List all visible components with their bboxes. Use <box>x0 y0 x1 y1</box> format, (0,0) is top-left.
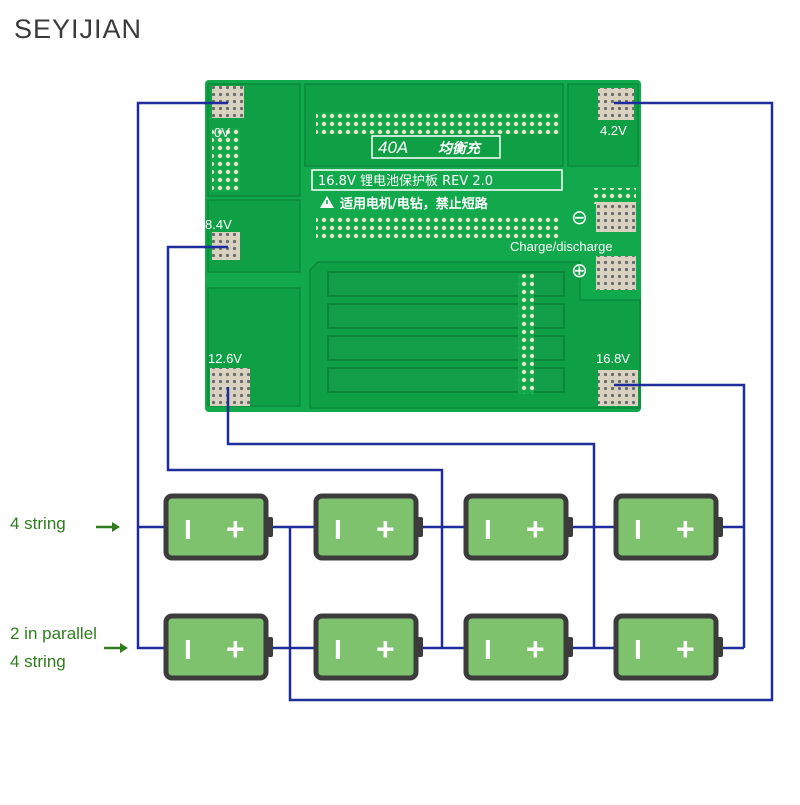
tap-label-84v: 8.4V <box>205 217 232 232</box>
pad-plus <box>596 256 636 290</box>
pad-126v <box>210 368 250 406</box>
battery-cell: I+ <box>313 493 423 561</box>
wire-84v <box>166 245 444 648</box>
port-label: Charge/discharge <box>510 239 613 254</box>
battery-body <box>313 493 419 561</box>
label-4-string-row2: 4 string <box>10 652 66 671</box>
hole-strip-right <box>592 188 636 204</box>
battery-body <box>613 613 719 681</box>
label-4-string: 4 string <box>10 514 66 533</box>
battery-minus-label: I <box>484 634 492 665</box>
battery-plus-label: + <box>526 511 545 547</box>
battery-terminal <box>416 637 423 657</box>
battery-cell: I+ <box>613 613 723 681</box>
tap-label-168v: 16.8V <box>596 351 630 366</box>
battery-body <box>613 493 719 561</box>
battery-plus-label: + <box>376 631 395 667</box>
model-box <box>311 169 563 191</box>
bms-board: 40A 均衡充 16.8V 锂电池保护板 REV 2.0 适用电机/电钻，禁止短… <box>205 80 641 412</box>
battery-cell: I+ <box>463 493 573 561</box>
wire-0v <box>136 101 228 650</box>
rating-chinese: 均衡充 <box>438 140 482 157</box>
battery-plus-label: + <box>526 631 545 667</box>
battery-cell: I+ <box>313 613 423 681</box>
battery-terminal <box>566 637 573 657</box>
rating-box <box>371 135 501 159</box>
arrows <box>96 522 128 653</box>
battery-minus-label: I <box>184 634 192 665</box>
battery-grid: I+I+I+I+I+I+I+I+ <box>163 493 723 681</box>
battery-plus-label: + <box>676 631 695 667</box>
battery-body <box>463 613 569 681</box>
minus-symbol: ⊖ <box>571 205 588 229</box>
battery-terminal <box>416 517 423 537</box>
hole-strip-top <box>316 112 560 134</box>
label-2-in-parallel: 2 in parallel <box>10 624 97 643</box>
wire-126v <box>226 387 596 648</box>
battery-body <box>313 613 419 681</box>
hole-strip-bottom <box>316 216 560 240</box>
battery-cell: I+ <box>163 613 273 681</box>
brand-watermark: SEYIJIAN <box>14 14 143 44</box>
battery-terminal <box>566 517 573 537</box>
battery-terminal <box>266 517 273 537</box>
battery-plus-label: + <box>676 511 695 547</box>
tap-label-42v: 4.2V <box>600 123 627 138</box>
warning-triangle-icon <box>320 196 334 208</box>
battery-minus-label: I <box>334 514 342 545</box>
battery-body <box>463 493 569 561</box>
battery-plus-label: + <box>376 511 395 547</box>
battery-minus-label: I <box>484 514 492 545</box>
battery-terminal <box>716 637 723 657</box>
pad-minus <box>596 202 636 232</box>
battery-cell: I+ <box>163 493 273 561</box>
battery-minus-label: I <box>334 634 342 665</box>
battery-plus-label: + <box>226 511 245 547</box>
mosfet-holes <box>518 274 534 394</box>
plus-symbol: ⊕ <box>571 258 588 282</box>
rating-label: 40A <box>378 138 408 157</box>
battery-plus-label: + <box>226 631 245 667</box>
tap-label-126v: 12.6V <box>208 351 242 366</box>
tap-label-0v: 0V <box>214 125 230 140</box>
battery-body <box>163 613 269 681</box>
warning-text: 适用电机/电钻，禁止短路 <box>340 196 489 212</box>
wire-168v <box>614 383 746 648</box>
hole-strip-left <box>212 128 240 192</box>
arrow-right-icon <box>96 522 120 532</box>
wire-42v <box>288 101 774 702</box>
battery-minus-label: I <box>634 514 642 545</box>
wires <box>136 101 774 702</box>
model-line: 16.8V 锂电池保护板 REV 2.0 <box>318 174 493 189</box>
battery-minus-label: I <box>634 634 642 665</box>
battery-terminal <box>266 637 273 657</box>
battery-cell: I+ <box>613 493 723 561</box>
arrow-right-icon <box>104 643 128 653</box>
pad-168v <box>598 370 638 406</box>
battery-cell: I+ <box>463 613 573 681</box>
battery-terminal <box>716 517 723 537</box>
battery-body <box>163 493 269 561</box>
battery-minus-label: I <box>184 514 192 545</box>
